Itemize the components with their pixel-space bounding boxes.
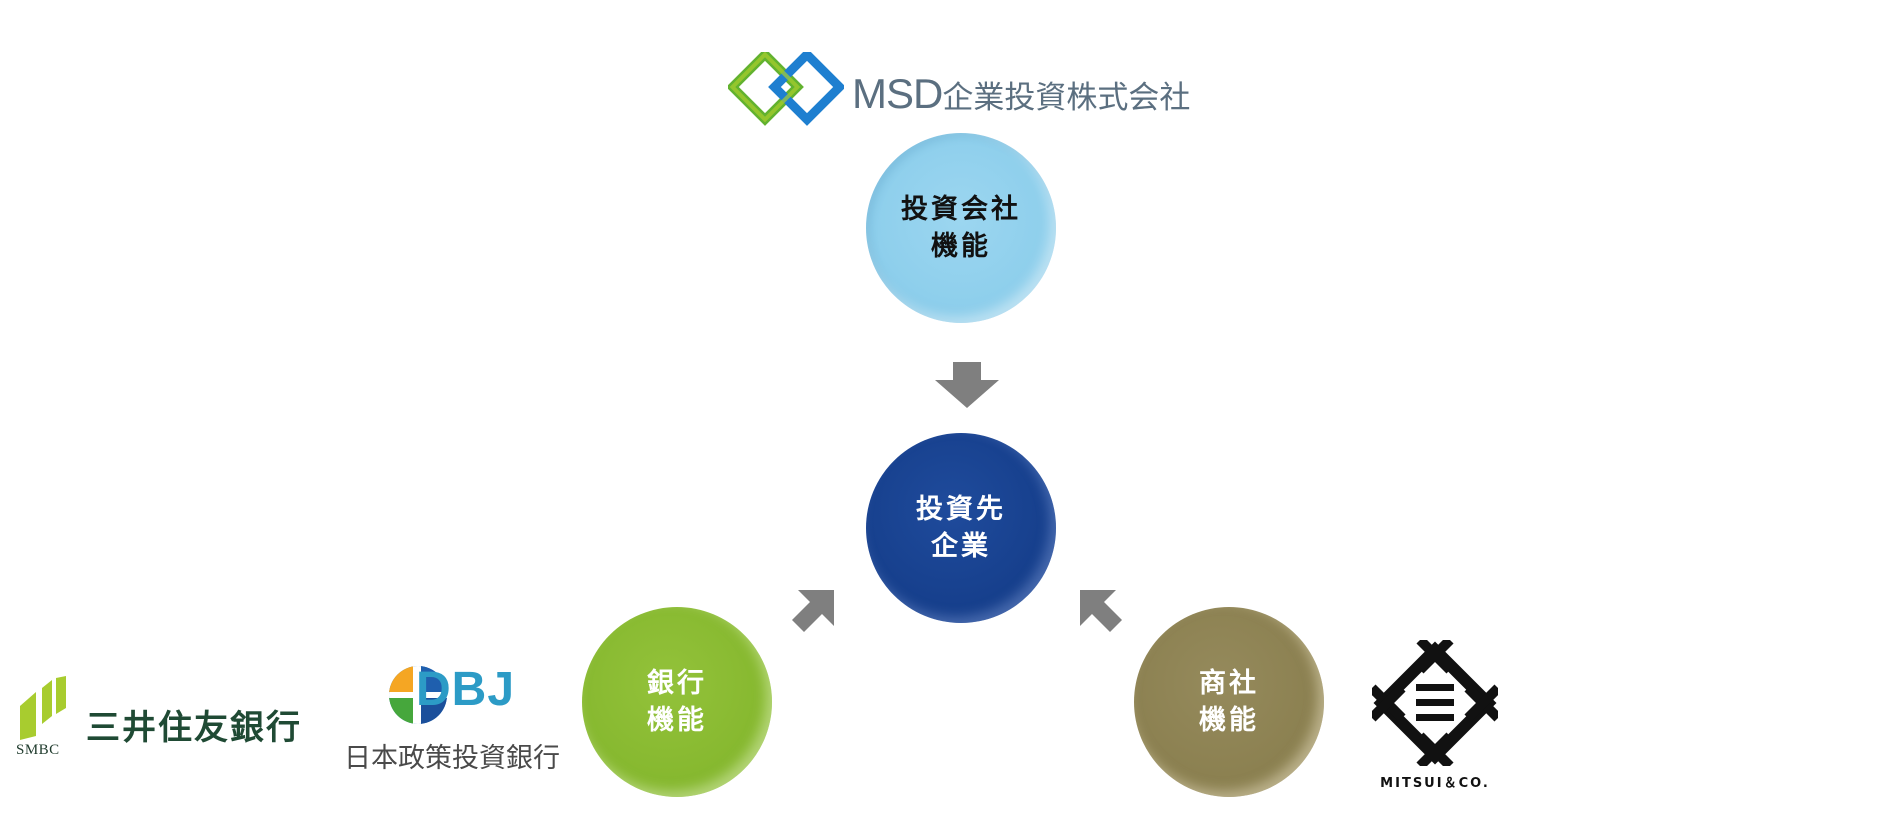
dbj-globe-mark (389, 666, 447, 724)
dbj-abbreviation: DBJ (416, 663, 516, 716)
msd-company-name: MSD企業投資株式会社 (852, 70, 1190, 118)
portfolio-company-circle: 投資先 企業 (866, 433, 1056, 623)
arrow-up-right-icon (792, 590, 834, 632)
smbc-abbreviation: SMBC (16, 742, 60, 758)
circle-left-line1: 銀行 (647, 668, 707, 699)
circle-right-line2: 機能 (1199, 705, 1259, 736)
circle-top-line1: 投資会社 (901, 194, 1021, 225)
mitsui-logo: MITSUI＆CO. (1372, 640, 1498, 791)
circle-top-line2: 機能 (931, 231, 991, 262)
dbj-logo: DBJ 日本政策投資銀行 (344, 660, 594, 775)
arrow-up-left-icon (1080, 590, 1122, 632)
mitsui-emblem-mark (1372, 640, 1498, 766)
msd-logo: MSD企業投資株式会社 (728, 52, 1190, 142)
msd-latin: MSD (852, 70, 943, 117)
circle-center-line2: 企業 (931, 531, 991, 562)
mitsui-company-name: MITSUI＆CO. (1380, 776, 1490, 791)
msd-japanese: 企業投資株式会社 (942, 80, 1191, 116)
trading-company-function-circle: 商社 機能 (1134, 607, 1324, 797)
circle-left-line2: 機能 (647, 705, 707, 736)
circle-center-line1: 投資先 (916, 494, 1006, 525)
smbc-leaf-mark (20, 676, 66, 740)
dbj-bank-name: 日本政策投資銀行 (344, 743, 560, 774)
smbc-logo: SMBC 三井住友銀行 (16, 676, 326, 766)
circle-right-line1: 商社 (1199, 668, 1259, 699)
investment-company-function-circle: 投資会社 機能 (866, 133, 1056, 323)
msd-diamond-mark (728, 52, 844, 126)
banking-function-circle: 銀行 機能 (582, 607, 772, 797)
arrow-down-icon (935, 362, 999, 408)
smbc-bank-name: 三井住友銀行 (86, 708, 302, 748)
